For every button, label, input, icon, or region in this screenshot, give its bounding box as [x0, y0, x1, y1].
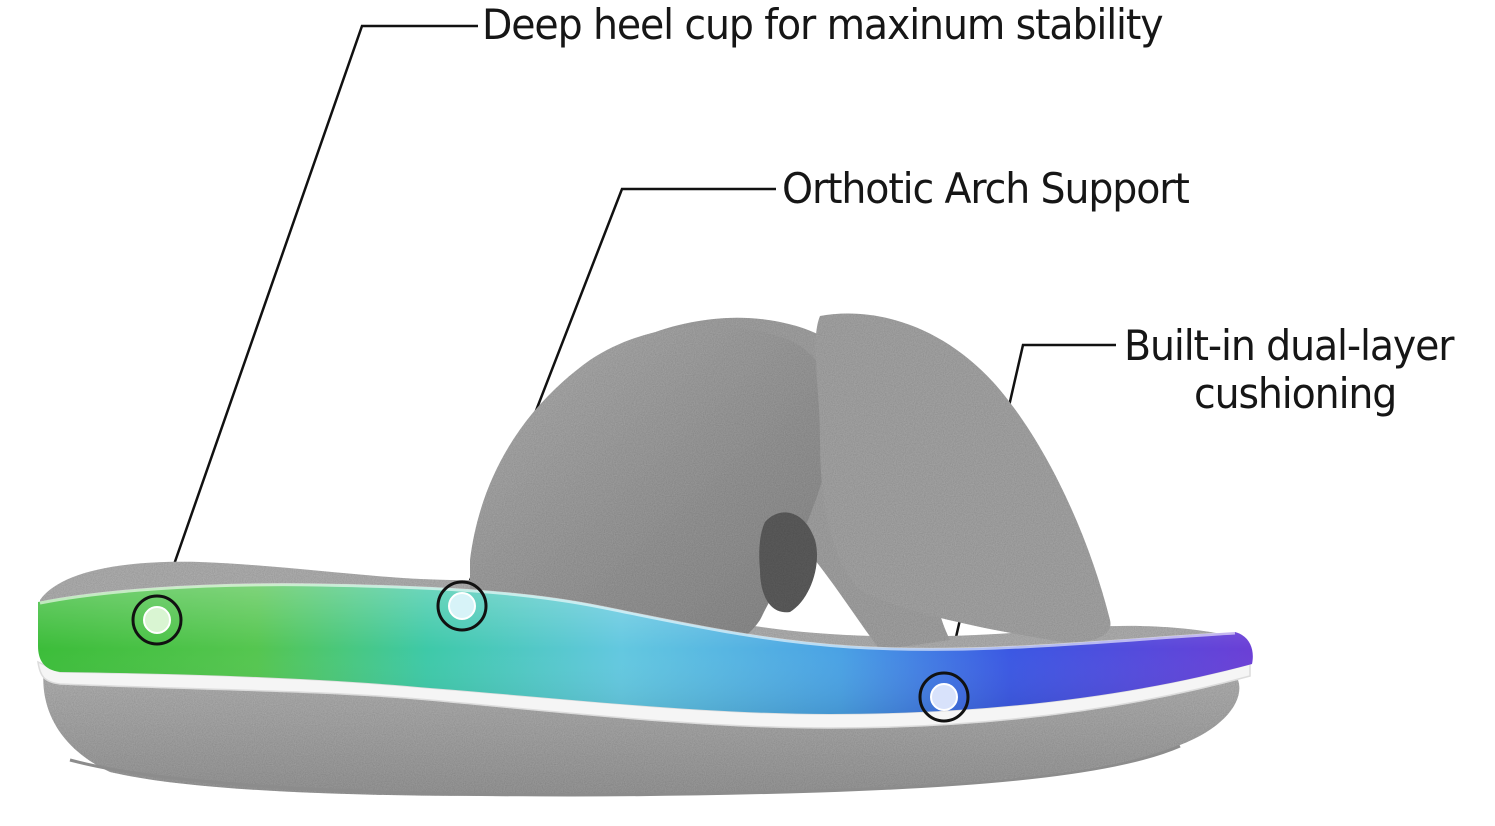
cushioning-label-line1: Built-in dual-layer — [1124, 321, 1455, 370]
arch-marker — [436, 580, 488, 632]
front-strap — [470, 326, 834, 654]
insole-shade — [38, 583, 1253, 714]
outsole-bottom-edge — [69, 744, 1181, 797]
heel-cup-label: Deep heel cup for maxinum stability — [482, 0, 1164, 49]
callout-markers — [131, 580, 970, 723]
toe-opening-shadow — [759, 512, 818, 613]
insole-top-highlight — [39, 583, 1236, 651]
foam-edge — [37, 660, 1251, 729]
leader-line-heel — [161, 24, 478, 597]
cushion-marker — [918, 671, 970, 723]
crossed-fur-straps — [470, 313, 1111, 654]
arch-support-label: Orthotic Arch Support — [782, 164, 1190, 213]
heel-marker — [131, 594, 183, 646]
cross-strap — [815, 313, 1111, 643]
cushioning-label-line2: cushioning — [1194, 369, 1397, 418]
